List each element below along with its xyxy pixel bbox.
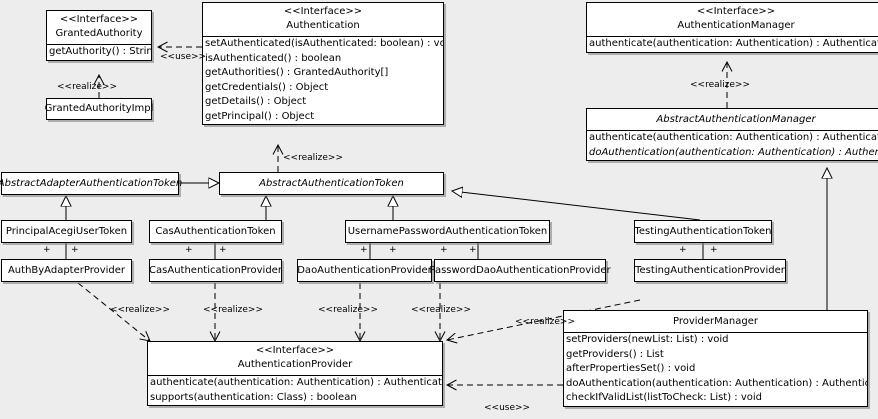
method-row: getAuthorities() : GrantedAuthority[] [205, 67, 389, 78]
stereotype-label: <<Interface>> [696, 6, 776, 17]
class-name: CasAuthenticationToken [155, 225, 276, 237]
class-name: ProviderManager [672, 316, 758, 327]
class-name: GrantedAuthority [55, 28, 143, 39]
method-row: authenticate(authentication: Authenticat… [589, 38, 878, 49]
label-realize-passworddaoauthenticationprovider: <<realize>> [411, 305, 471, 315]
class-dao-authentication-provider[interactable]: DaoAuthenticationProvider [297, 259, 432, 282]
assoc-plus-marker: + [360, 245, 368, 255]
class-principal-acegi-user-token[interactable]: PrincipalAcegiUserToken [1, 220, 132, 243]
class-password-dao-authentication-provider[interactable]: PasswordDaoAuthenticationProvider [429, 259, 611, 282]
assoc-plus-marker: + [43, 245, 51, 255]
class-header: <<Interface>> GrantedAuthority [47, 11, 151, 44]
class-username-password-authentication-token[interactable]: UsernamePasswordAuthenticationToken [345, 220, 550, 243]
assoc-plus-marker: + [185, 245, 193, 255]
method-row: getProviders() : List [566, 348, 664, 360]
class-name: AuthenticationManager [677, 20, 795, 31]
class-name: AbstractAuthenticationToken [259, 177, 404, 189]
class-name: TestingAuthenticationToken [634, 225, 772, 237]
class-abstract-adapter-authentication-token[interactable]: AbstractAdapterAuthenticationToken [0, 172, 183, 195]
label-realize-casauthenticationprovider: <<realize>> [203, 305, 263, 315]
method-row: supports(authentication: Class) : boolea… [150, 391, 357, 403]
class-authentication-manager[interactable]: <<Interface>> AuthenticationManager auth… [586, 2, 878, 53]
method-row: doAuthentication(authentication: Authent… [589, 146, 878, 158]
method-compartment: getAuthority() : String [47, 44, 151, 60]
assoc-plus-marker: + [389, 245, 397, 255]
class-header: ProviderManager [564, 311, 867, 332]
label-realize-authbyadapterprovider: <<realize>> [110, 305, 170, 315]
assoc-plus-marker: + [679, 245, 687, 255]
assoc-plus-marker: + [71, 245, 79, 255]
stereotype-label: <<Interface>> [283, 6, 363, 17]
method-compartment: authenticate(authentication: Authenticat… [148, 375, 442, 405]
class-header: <<Interface>> AuthenticationProvider [148, 342, 442, 375]
class-cas-authentication-token[interactable]: CasAuthenticationToken [149, 220, 282, 243]
method-row: getCredentials() : Object [205, 81, 329, 93]
method-row: isAuthenticated() : boolean [205, 52, 342, 64]
method-compartment: authenticate(authentication: Authenticat… [587, 36, 878, 52]
class-auth-by-adapter-provider[interactable]: AuthByAdapterProvider [1, 259, 132, 282]
class-header: AbstractAuthenticationManager [587, 109, 878, 130]
class-granted-authority-impl[interactable]: GrantedAuthorityImpl [44, 98, 154, 120]
assoc-plus-marker: + [469, 245, 477, 255]
class-provider-manager[interactable]: ProviderManager setProviders(newList: Li… [563, 310, 868, 407]
label-realize-grantedauthorityimpl: <<realize>> [57, 82, 117, 92]
class-name: AuthByAdapterProvider [7, 264, 126, 276]
class-name: Authentication [286, 20, 360, 31]
class-name: CasAuthenticationProvider [149, 264, 282, 276]
class-header: <<Interface>> Authentication [203, 3, 443, 36]
class-name: AuthenticationProvider [237, 359, 353, 370]
class-name: AbstractAuthenticationManager [656, 114, 816, 125]
method-row: setProviders(newList: List) : void [566, 334, 729, 345]
class-name: PrincipalAcegiUserToken [5, 225, 128, 237]
method-row: afterPropertiesSet() : void [566, 363, 696, 374]
method-row: doAuthentication(authentication: Authent… [566, 377, 867, 389]
class-name: GrantedAuthorityImpl [44, 103, 154, 114]
method-row: getPrincipal() : Object [205, 110, 315, 122]
label-realize-testingauthenticationprovider: <<realize>> [515, 317, 575, 327]
label-use-providermanager: <<use>> [484, 403, 531, 413]
class-granted-authority[interactable]: <<Interface>> GrantedAuthority getAuthor… [46, 10, 152, 61]
class-testing-authentication-token[interactable]: TestingAuthenticationToken [634, 220, 772, 243]
method-compartment: authenticate(authentication: Authenticat… [587, 130, 878, 160]
edge-generalization-testingauthenticationtoken [452, 191, 701, 221]
assoc-plus-marker: + [710, 245, 718, 255]
class-name: TestingAuthenticationProvider [635, 264, 785, 276]
assoc-plus-marker: + [219, 245, 227, 255]
method-compartment: setProviders(newList: List) : void getPr… [564, 332, 867, 406]
class-testing-authentication-provider[interactable]: TestingAuthenticationProvider [634, 259, 786, 282]
method-row: authenticate(authentication: Authenticat… [589, 132, 878, 143]
class-header: <<Interface>> AuthenticationManager [587, 3, 878, 36]
method-row: checkIfValidList(listToCheck: List) : vo… [566, 392, 763, 403]
class-name: DaoAuthenticationProvider [297, 264, 432, 276]
method-row: authenticate(authentication: Authenticat… [150, 377, 442, 388]
method-row: getAuthority() : String [49, 46, 151, 57]
class-name: PasswordDaoAuthenticationProvider [429, 264, 611, 276]
class-abstract-authentication-token[interactable]: AbstractAuthenticationToken [219, 172, 444, 195]
label-realize-daoauthenticationprovider: <<realize>> [318, 305, 378, 315]
label-realize-abstractauthenticationmanager: <<realize>> [690, 80, 750, 90]
method-row: getDetails() : Object [205, 96, 307, 107]
stereotype-label: <<Interface>> [255, 345, 335, 356]
label-use-authentication-grantedauthority: <<use>> [160, 52, 207, 62]
class-name: UsernamePasswordAuthenticationToken [347, 225, 548, 237]
class-cas-authentication-provider[interactable]: CasAuthenticationProvider [149, 259, 282, 282]
stereotype-label: <<Interface>> [59, 14, 139, 25]
class-authentication[interactable]: <<Interface>> Authentication setAuthenti… [202, 2, 444, 125]
method-row: setAuthenticated(isAuthenticated: boolea… [205, 38, 443, 49]
method-compartment: setAuthenticated(isAuthenticated: boolea… [203, 36, 443, 124]
label-realize-abstractauthenticationtoken: <<realize>> [283, 153, 343, 163]
assoc-plus-marker: + [440, 245, 448, 255]
class-abstract-authentication-manager[interactable]: AbstractAuthenticationManager authentica… [586, 108, 878, 161]
class-authentication-provider[interactable]: <<Interface>> AuthenticationProvider aut… [147, 341, 443, 406]
class-name: AbstractAdapterAuthenticationToken [0, 177, 183, 189]
